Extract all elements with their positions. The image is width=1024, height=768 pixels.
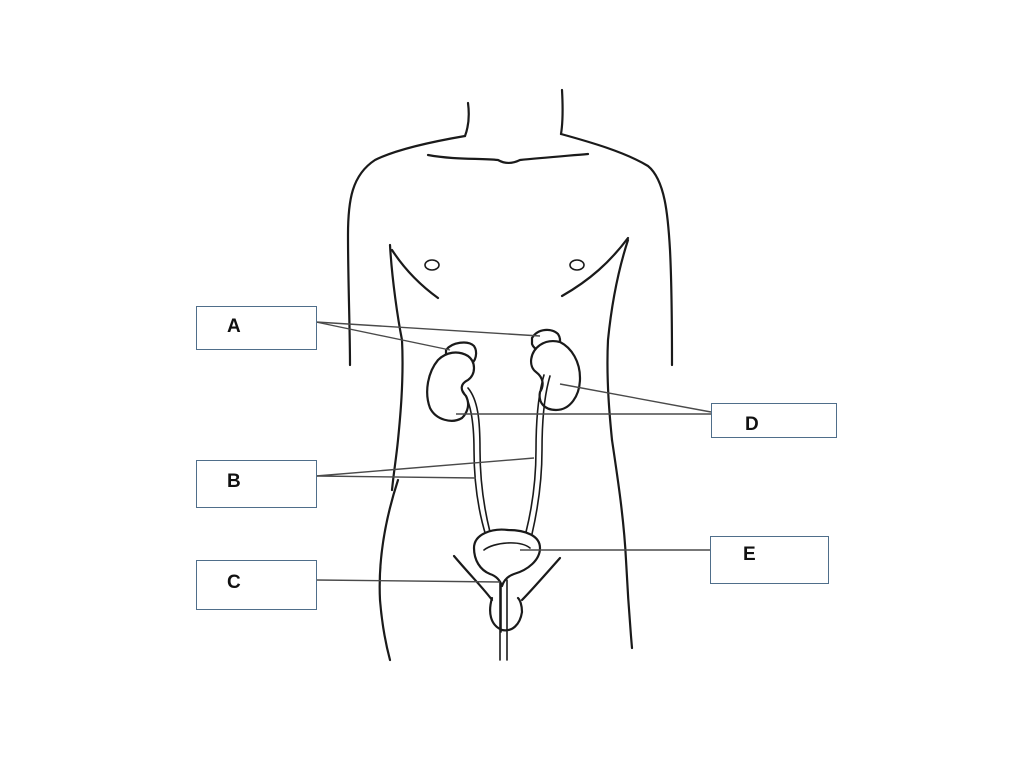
label-a: A [227, 316, 241, 337]
label-c: C [227, 572, 241, 593]
label-box-d [711, 403, 837, 438]
label-e: E [743, 544, 756, 565]
left-kidney [426, 351, 476, 422]
label-box-e [710, 536, 829, 584]
label-box-b [196, 460, 317, 508]
label-box-a [196, 306, 317, 350]
right-ureter [525, 374, 545, 533]
label-b: B [227, 471, 241, 492]
label-box-c [196, 560, 317, 610]
bladder [472, 528, 542, 588]
right-kidney [530, 339, 582, 412]
body-outline [346, 88, 674, 662]
leader-lines [315, 321, 712, 583]
left-ureter [461, 389, 487, 537]
label-d: D [745, 414, 759, 435]
